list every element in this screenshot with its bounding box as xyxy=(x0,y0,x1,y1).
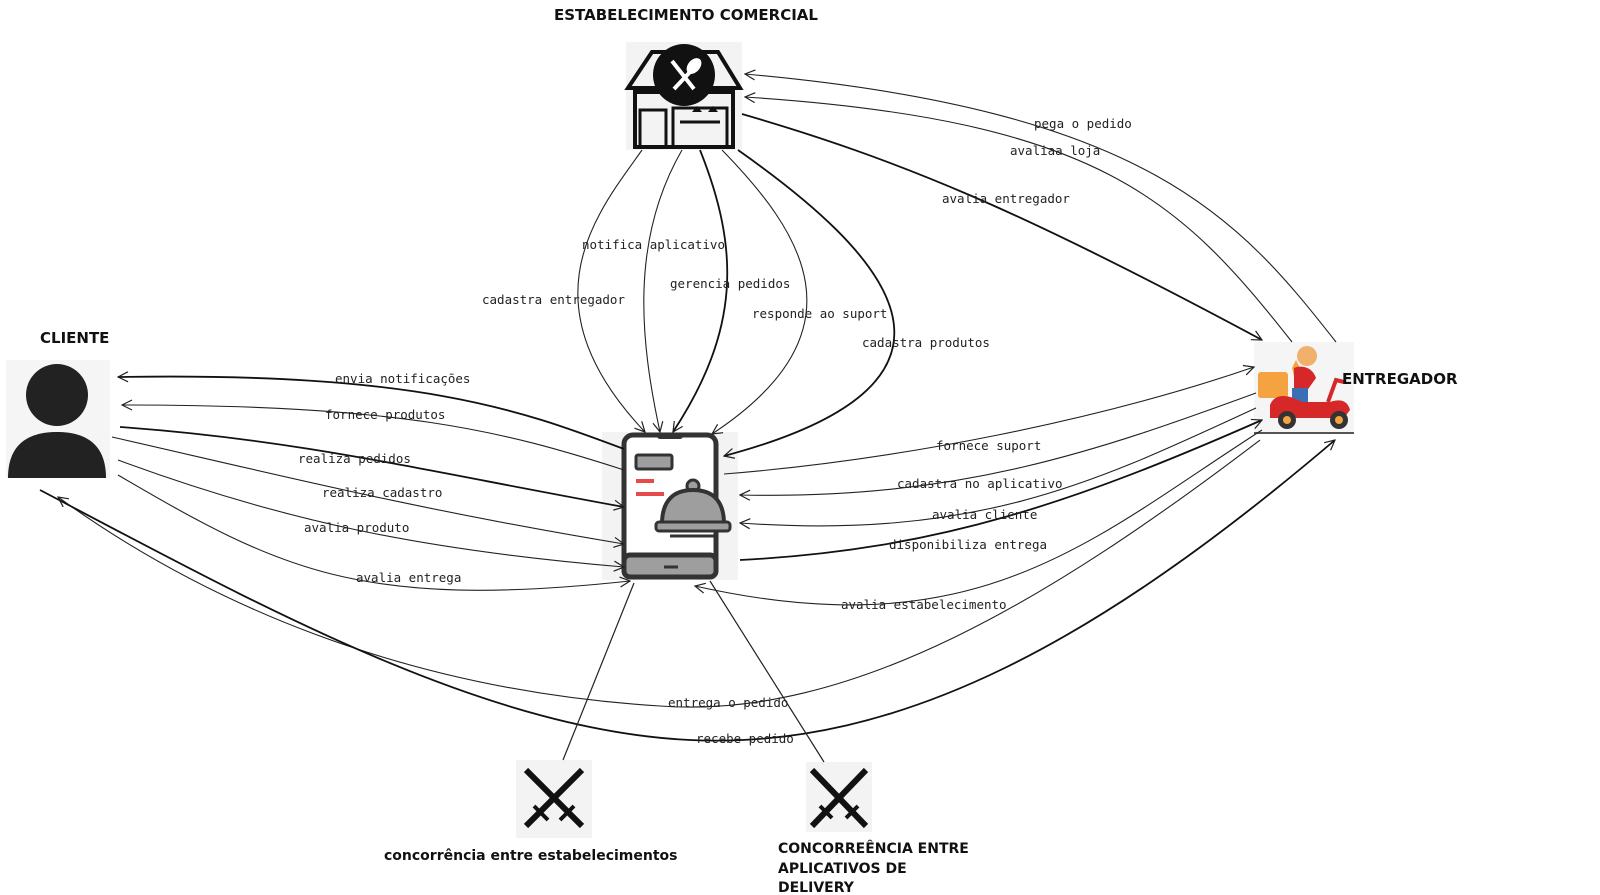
edge-gerencia-pedidos xyxy=(672,149,729,432)
crossed-swords-icon xyxy=(806,762,872,832)
edge-realiza-cadastro xyxy=(111,436,624,544)
edge-cadastra-no-aplicativo xyxy=(740,392,1257,495)
concorrencia-apps-title-line-3: DELIVERY xyxy=(778,880,855,895)
label-fornece-produtos: fornece produtos xyxy=(325,407,445,422)
concorrencia-apps-title-line-2: APLICATIVOS DE xyxy=(778,861,907,877)
estabelecimento-title: ESTABELECIMENTO COMERCIAL xyxy=(554,6,818,24)
edge-fornece-produtos xyxy=(122,405,625,471)
label-avalia-cliente: avalia cliente xyxy=(932,507,1037,522)
edge-avalia-entregador xyxy=(741,113,1262,341)
label-avalia-entregador: avalia entregador xyxy=(942,191,1070,206)
delivery-app-phone-icon xyxy=(602,432,738,580)
label-realiza-cadastro: realiza cadastro xyxy=(322,485,442,500)
label-gerencia-pedidos: gerencia pedidos xyxy=(670,276,790,291)
edge-avaliaa-loja xyxy=(745,97,1293,343)
restaurant-store-icon xyxy=(624,42,744,150)
edge-avalia-estabelecimento xyxy=(695,429,1263,606)
crossed-swords-icon xyxy=(516,760,592,838)
label-notifica-aplicativo: notifica aplicativo xyxy=(582,237,725,252)
delivery-scooter-icon xyxy=(1254,342,1354,434)
entregador-title: ENTREGADOR xyxy=(1342,370,1458,388)
edge-pega-o-pedido xyxy=(745,74,1337,343)
edge-avalia-entrega xyxy=(117,474,630,591)
label-avaliaa-loja: avaliaa loja xyxy=(1010,143,1100,158)
label-fornece-suport: fornece suport xyxy=(936,438,1041,453)
edge-envia-notificacoes xyxy=(118,377,625,450)
edge-notifica-aplicativo xyxy=(643,149,683,432)
label-recebe-pedido: recebe pedido xyxy=(696,731,794,746)
edge-app-concorrencia-apps xyxy=(709,580,825,763)
label-pega-o-pedido: pega o pedido xyxy=(1034,116,1132,131)
label-entrega-o-pedido: entrega o pedido xyxy=(668,695,788,710)
edge-avalia-cliente xyxy=(740,407,1257,526)
label-cadastra-entregador: cadastra entregador xyxy=(482,292,625,307)
edge-cadastra-produtos xyxy=(724,149,896,456)
edge-avalia-produto xyxy=(117,459,624,567)
edge-disponibiliza-entrega xyxy=(739,420,1262,561)
edge-cadastra-entregador xyxy=(577,149,645,432)
label-avalia-estabelecimento: avalia estabelecimento xyxy=(841,597,1007,612)
concorrencia-apps-title: CONCORREÊNCIA ENTRE APLICATIVOS DE DELIV… xyxy=(778,840,974,895)
label-cadastra-produtos: cadastra produtos xyxy=(862,335,990,350)
cliente-title: CLIENTE xyxy=(40,329,109,347)
edge-recebe-pedido xyxy=(39,440,1335,742)
label-responde-ao-suport: responde ao suport xyxy=(752,306,887,321)
person-icon xyxy=(6,360,110,478)
label-cadastra-no-aplicativo: cadastra no aplicativo xyxy=(897,476,1063,491)
edge-fornece-suport xyxy=(723,367,1254,475)
concorrencia-apps-title-line-1: CONCORREÊNCIA ENTRE xyxy=(778,840,969,857)
label-realiza-pedidos: realiza pedidos xyxy=(298,451,411,466)
label-avalia-entrega: avalia entrega xyxy=(356,570,461,585)
edge-realiza-pedidos xyxy=(119,426,624,507)
label-envia-notificacoes: envia notificações xyxy=(335,371,470,386)
edge-app-concorrencia-estab xyxy=(562,582,635,761)
label-disponibiliza-entrega: disponibiliza entrega xyxy=(889,537,1047,552)
edge-responde-ao-suport xyxy=(712,149,808,434)
label-avalia-produto: avalia produto xyxy=(304,520,409,535)
edge-entrega-o-pedido xyxy=(58,439,1261,708)
concorrencia-estab-title: concorrência entre estabelecimentos xyxy=(384,848,678,864)
